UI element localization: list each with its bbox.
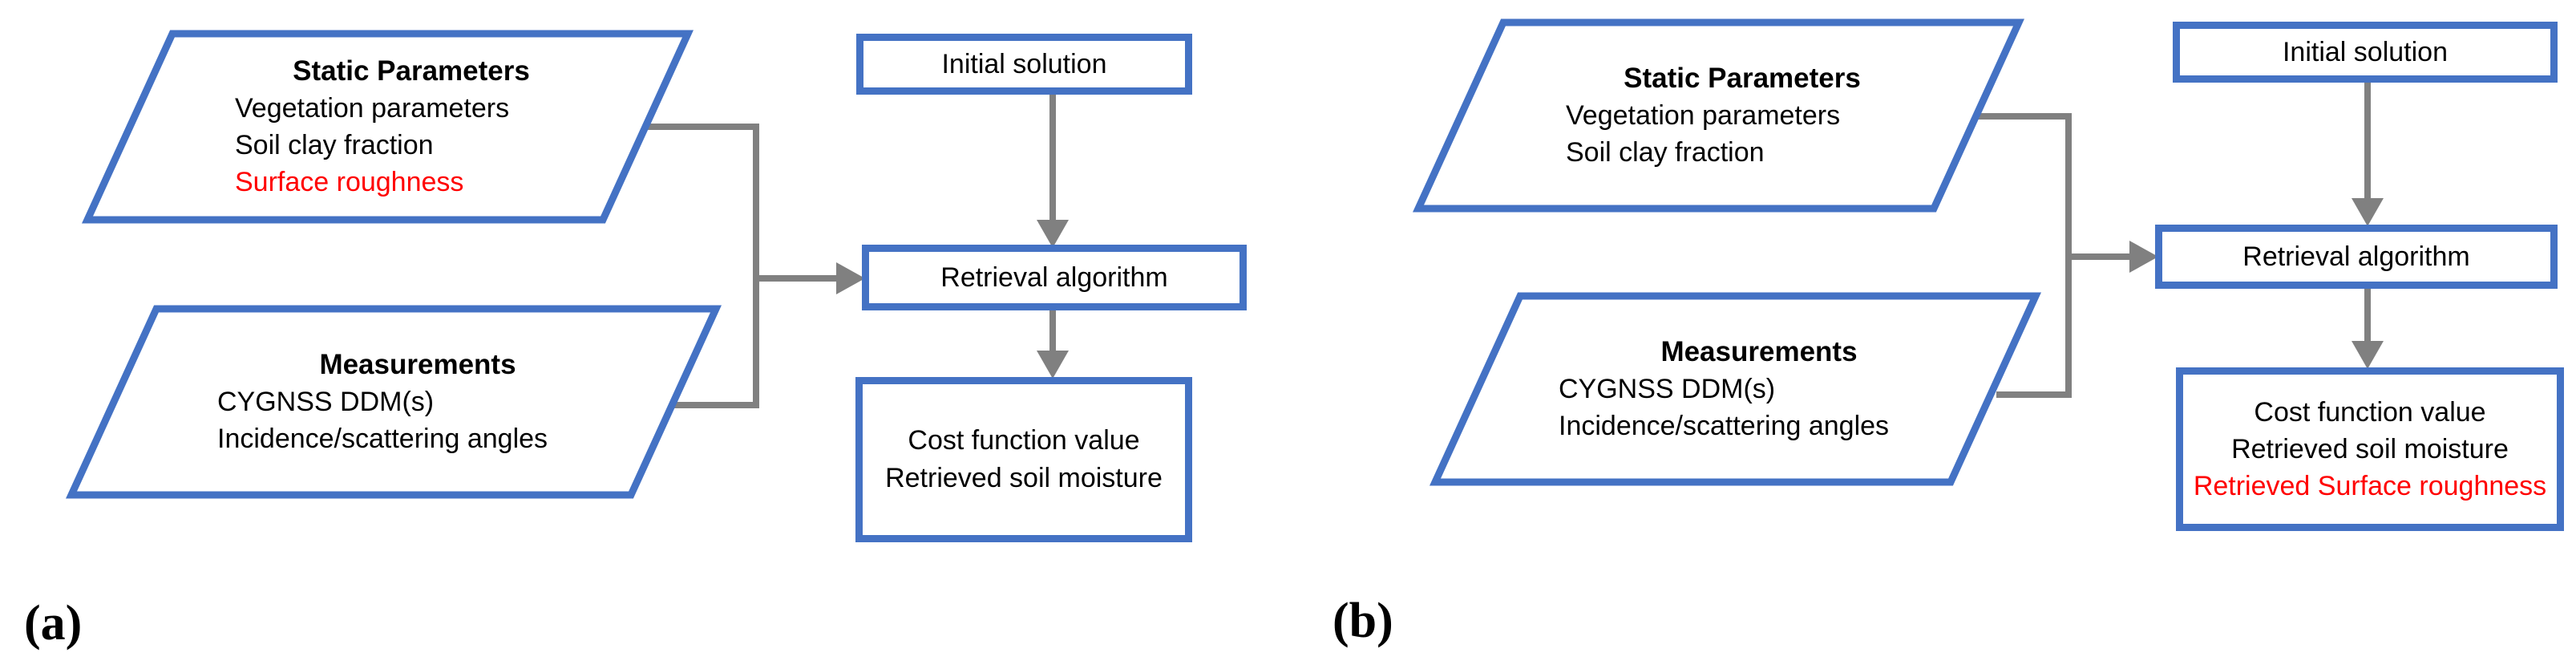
measurement-item: Incidence/scattering angles xyxy=(1559,411,1890,441)
output-line-highlighted: Retrieved Surface roughness xyxy=(2193,471,2547,501)
output-line: Retrieved soil moisture xyxy=(2231,434,2509,464)
static-parameter-item-highlighted: Surface roughness xyxy=(235,167,464,197)
initial-solution-box-a: Initial solution xyxy=(856,34,1192,95)
measurements-title-b: Measurements xyxy=(1660,336,1858,367)
initial-solution-label-a: Initial solution xyxy=(941,48,1107,79)
measurements-shape-b xyxy=(1429,292,2042,486)
measurements-text-b: Measurements CYGNSS DDM(s) Incidence/sca… xyxy=(1559,334,1959,444)
retrieval-algorithm-box-b: Retrieval algorithm xyxy=(2155,225,2558,289)
merge-arrow-head-b xyxy=(2129,241,2158,273)
static-parameter-item: Vegetation parameters xyxy=(235,93,510,124)
panel-label-b: (b) xyxy=(1332,594,1393,648)
static-parameters-title-b: Static Parameters xyxy=(1624,63,1861,94)
initial-solution-label-b: Initial solution xyxy=(2282,36,2448,67)
static-parameters-title-a: Static Parameters xyxy=(293,55,530,87)
measurements-text-a: Measurements CYGNSS DDM(s) Incidence/sca… xyxy=(217,347,618,457)
arrow-retrieval-to-output-head-a xyxy=(1037,351,1069,379)
static-parameter-item: Soil clay fraction xyxy=(1566,137,1765,168)
measurement-item: CYGNSS DDM(s) xyxy=(1559,374,1776,404)
initial-solution-box-b: Initial solution xyxy=(2173,22,2558,83)
measurements-shape-a xyxy=(65,305,722,499)
retrieval-algorithm-label-a: Retrieval algorithm xyxy=(940,262,1168,293)
measurement-item: CYGNSS DDM(s) xyxy=(217,387,435,417)
panel-label-a: (a) xyxy=(24,596,83,651)
output-line: Retrieved soil moisture xyxy=(885,463,1163,493)
output-box-b: Cost function value Retrieved soil moist… xyxy=(2176,367,2564,531)
measurement-item: Incidence/scattering angles xyxy=(217,424,548,454)
static-parameters-shape-b xyxy=(1412,18,2025,213)
arrow-initial-to-retrieval-head-b xyxy=(2352,198,2384,226)
static-parameters-shape-a xyxy=(81,30,694,224)
retrieval-algorithm-box-a: Retrieval algorithm xyxy=(862,245,1247,310)
merge-connector-a xyxy=(641,124,759,408)
static-parameter-item: Soil clay fraction xyxy=(235,130,434,160)
measurements-title-a: Measurements xyxy=(319,349,516,380)
static-parameters-text-a: Static Parameters Vegetation parameters … xyxy=(235,53,588,201)
static-parameters-text-b: Static Parameters Vegetation parameters … xyxy=(1566,60,1919,171)
output-line: Cost function value xyxy=(2254,397,2486,428)
retrieval-algorithm-label-b: Retrieval algorithm xyxy=(2242,241,2470,272)
merge-arrow-head-a xyxy=(836,262,865,294)
static-parameter-item: Vegetation parameters xyxy=(1566,100,1841,131)
arrow-initial-to-retrieval-head-a xyxy=(1037,220,1069,248)
output-line: Cost function value xyxy=(908,425,1140,456)
output-box-a: Cost function value Retrieved soil moist… xyxy=(855,377,1192,542)
arrow-retrieval-to-output-head-b xyxy=(2352,341,2384,369)
